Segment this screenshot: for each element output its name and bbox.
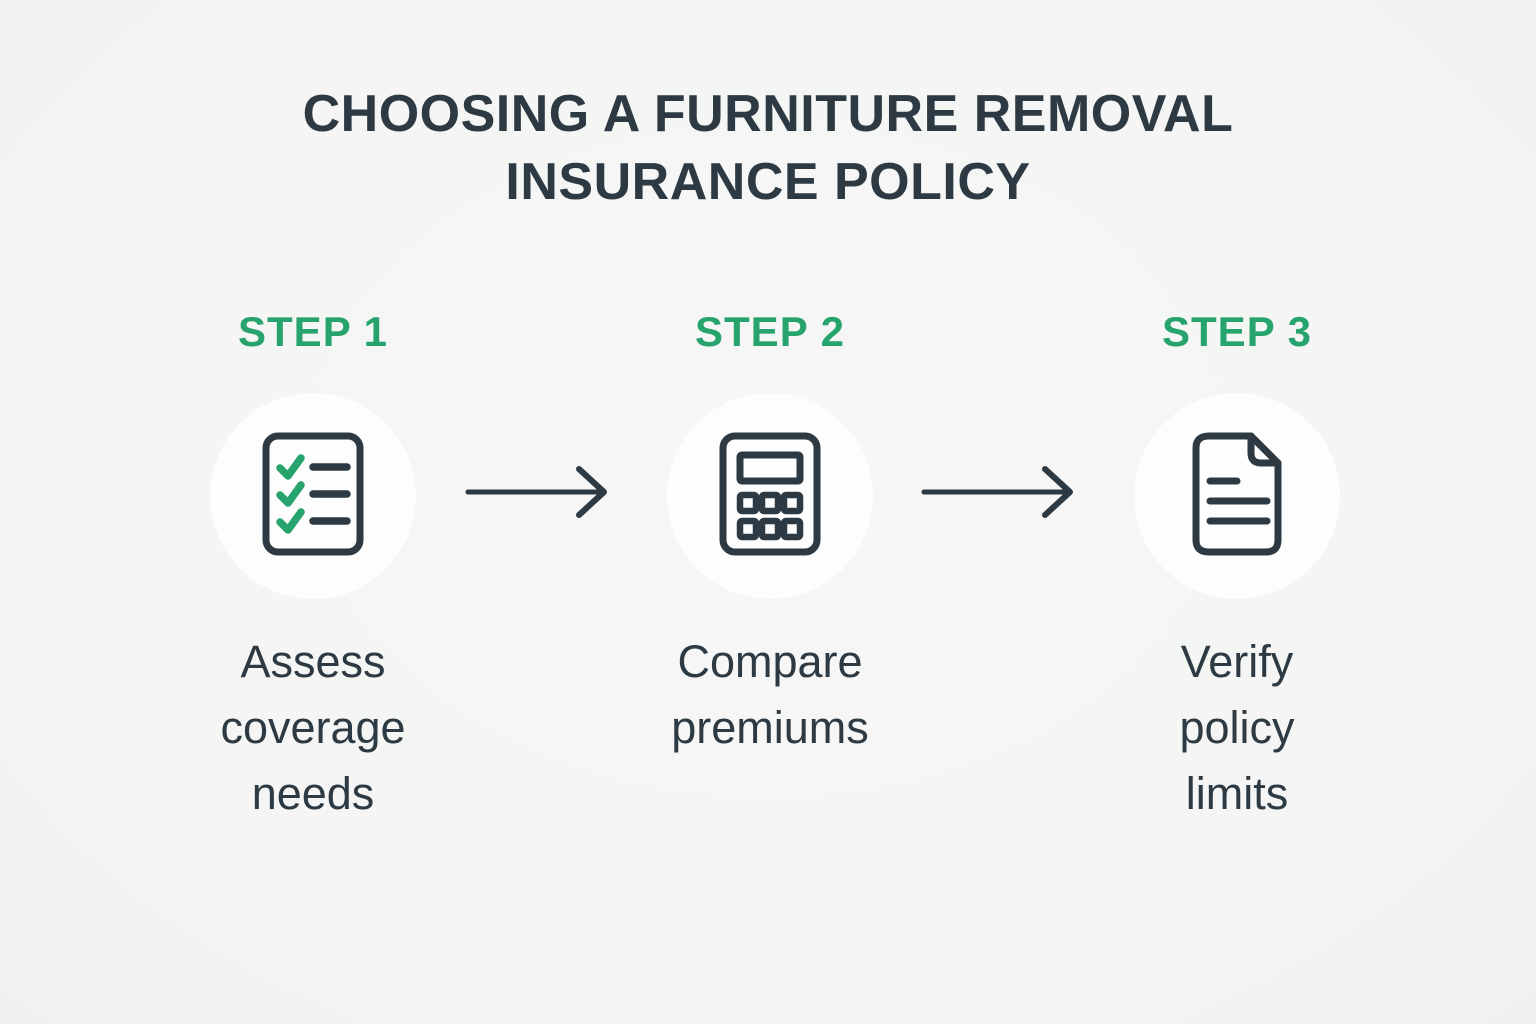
step-3-label: STEP 3 <box>1162 308 1312 355</box>
page-title: CHOOSING A FURNITURE REMOVAL INSURANCE P… <box>0 80 1536 216</box>
calculator-icon <box>718 431 822 562</box>
arrow-right-icon <box>920 464 1080 525</box>
step-1: STEP 1 Assess coverage needs <box>153 308 473 827</box>
step-2-label: STEP 2 <box>695 308 845 355</box>
step-1-icon-circle <box>210 393 416 599</box>
step-3-caption-line-2: policy <box>1179 702 1295 753</box>
checklist-icon <box>261 431 365 562</box>
step-1-caption-line-3: needs <box>251 768 375 819</box>
step-2: STEP 2 Compare premiums <box>610 308 930 761</box>
step-2-caption-line-2: premiums <box>671 702 869 753</box>
step-1-label: STEP 1 <box>238 308 388 355</box>
step-3-icon-circle <box>1134 393 1340 599</box>
step-3-caption-line-1: Verify <box>1180 636 1294 687</box>
step-3-caption-line-3: limits <box>1185 768 1289 819</box>
step-3: STEP 3 Verify policy limits <box>1077 308 1397 827</box>
page-title-line-1: CHOOSING A FURNITURE REMOVAL <box>302 85 1234 143</box>
step-2-icon-circle <box>667 393 873 599</box>
step-1-caption-line-2: coverage <box>220 702 406 753</box>
step-1-caption: Assess coverage needs <box>153 629 473 827</box>
step-2-caption: Compare premiums <box>610 629 930 761</box>
step-2-caption-line-1: Compare <box>677 636 863 687</box>
step-3-caption: Verify policy limits <box>1077 629 1397 827</box>
page-title-line-2: INSURANCE POLICY <box>505 153 1031 211</box>
arrow-right-icon <box>464 464 614 525</box>
step-1-caption-line-1: Assess <box>240 636 386 687</box>
document-icon <box>1185 431 1289 562</box>
